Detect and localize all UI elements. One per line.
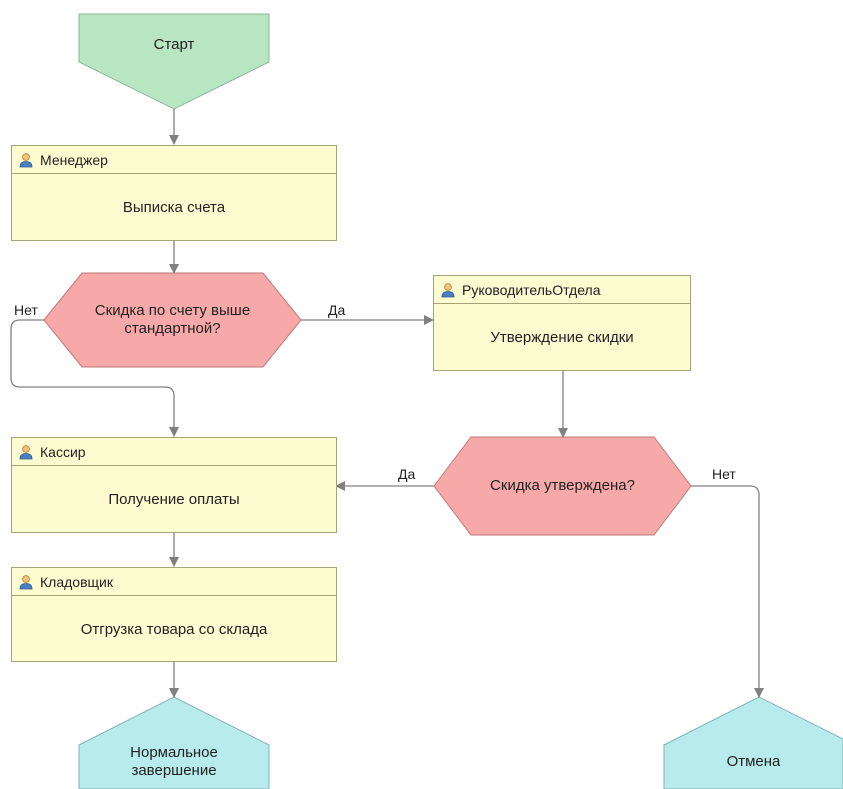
- connector-decision-no: [10, 319, 179, 437]
- user-icon: [19, 444, 33, 459]
- user-icon: [19, 152, 33, 167]
- edge-label-approved-yes: Да: [398, 466, 416, 482]
- task-payment[interactable]: Кассир Получение оплаты: [11, 437, 337, 533]
- task-approve-header: РуководительОтдела: [434, 276, 690, 304]
- normal-end-shape: [78, 696, 270, 789]
- task-payment-role: Кассир: [40, 443, 86, 460]
- task-invoice[interactable]: Менеджер Выписка счета: [11, 145, 337, 241]
- normal-end-label: Нормальное завершение: [130, 744, 218, 779]
- task-approve-label: Утверждение скидки: [490, 329, 634, 346]
- edge-label-approved-no: Нет: [712, 466, 736, 482]
- task-invoice-header: Менеджер: [12, 146, 336, 174]
- edge-label-discount-yes: Да: [328, 302, 346, 318]
- cancel-end-label: Отмена: [726, 753, 781, 770]
- decision-approved-label: Скидка утверждена?: [490, 477, 635, 494]
- task-shipment-label: Отгрузка товара со склада: [80, 620, 268, 638]
- task-approve-role: РуководительОтдела: [462, 281, 601, 298]
- task-invoice-label: Выписка счета: [122, 199, 226, 216]
- decision-discount-label: Скидка по счету выше стандартной?: [94, 302, 251, 337]
- task-approve-discount[interactable]: РуководительОтдела Утверждение скидки: [433, 275, 691, 371]
- task-invoice-role: Менеджер: [40, 151, 108, 168]
- task-payment-header: Кассир: [12, 438, 336, 466]
- user-icon: [19, 574, 33, 589]
- start-shape: [78, 13, 270, 110]
- connector-approved-no: [691, 485, 764, 698]
- task-shipment-header: Кладовщик: [12, 568, 336, 596]
- task-shipment[interactable]: Кладовщик Отгрузка товара со склада: [11, 567, 337, 662]
- user-icon: [441, 282, 455, 297]
- edge-label-discount-no: Нет: [14, 302, 38, 318]
- start-label: Старт: [153, 36, 195, 53]
- task-payment-label: Получение оплаты: [108, 491, 240, 508]
- cancel-end-shape: [663, 696, 843, 789]
- task-shipment-role: Кладовщик: [40, 573, 113, 590]
